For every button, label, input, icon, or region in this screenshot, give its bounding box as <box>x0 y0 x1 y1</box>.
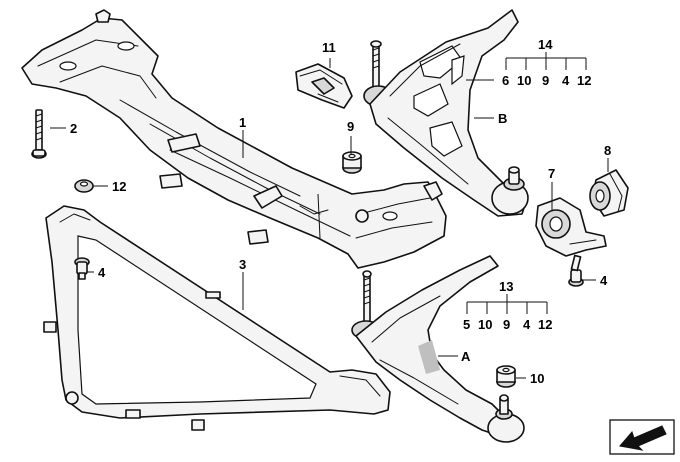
hex-nut-10 <box>496 365 516 388</box>
callout-2: 2 <box>70 121 77 136</box>
kit-13-item-5: 12 <box>538 317 552 332</box>
callout-A: A <box>461 349 471 364</box>
callout-11: 11 <box>322 40 336 55</box>
leader-lines <box>50 52 609 379</box>
nut-12 <box>74 179 94 193</box>
callout-10: 10 <box>530 371 544 386</box>
callout-labels: 1 2 12 3 4 11 9 7 8 4 10 A B 14 6 10 9 4… <box>70 37 611 386</box>
kit-14-item-2: 10 <box>517 73 531 88</box>
bolt-4-left <box>74 257 90 280</box>
kit-14-item-5: 12 <box>577 73 591 88</box>
front-axle-carrier <box>21 9 447 269</box>
kit-13-item-3: 9 <box>503 317 510 332</box>
kit-13-label: 13 <box>499 279 513 294</box>
kit-13-item-2: 10 <box>478 317 492 332</box>
callout-B: B <box>498 111 507 126</box>
callout-3: 3 <box>239 257 246 272</box>
rubber-bushing <box>589 169 629 217</box>
tension-strut <box>43 205 391 431</box>
callout-7: 7 <box>548 166 555 181</box>
rubber-mount <box>295 63 353 109</box>
callout-4-left: 4 <box>98 265 106 280</box>
kit-14-item-4: 4 <box>562 73 570 88</box>
callout-12: 12 <box>112 179 126 194</box>
bolt-4-right <box>568 254 584 287</box>
wishbone-right <box>363 9 529 217</box>
callout-9: 9 <box>347 119 354 134</box>
callout-8: 8 <box>604 143 611 158</box>
screw-2 <box>31 109 47 159</box>
kit-13-item-4: 4 <box>523 317 531 332</box>
kit-14-item-1: 6 <box>502 73 509 88</box>
direction-arrow-icon <box>609 419 675 455</box>
bushing-bracket <box>535 197 607 257</box>
wishbone-left <box>351 255 525 443</box>
kit-14-label: 14 <box>538 37 553 52</box>
hex-nut-9 <box>342 151 362 174</box>
callout-4-right: 4 <box>600 273 608 288</box>
callout-1: 1 <box>239 115 246 130</box>
kit-13-item-1: 5 <box>463 317 470 332</box>
kit-14-item-3: 9 <box>542 73 549 88</box>
